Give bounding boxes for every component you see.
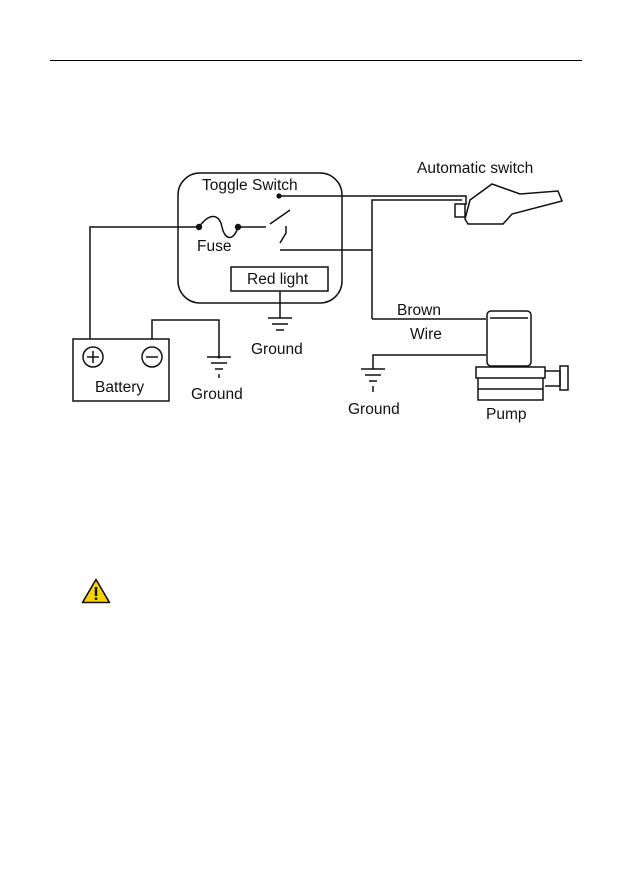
toggle-switch-box	[177, 172, 343, 304]
wire-brown	[371, 199, 462, 319]
label-wire: Wire	[410, 326, 442, 343]
label-pump: Pump	[486, 406, 527, 423]
battery-negative-terminal	[141, 346, 163, 368]
battery-symbol	[72, 338, 170, 402]
label-brown: Brown	[397, 302, 441, 319]
label-ground-battery: Ground	[191, 386, 243, 403]
wire-to-auto-switch	[279, 195, 467, 205]
label-ground-pump: Ground	[348, 401, 400, 418]
label-battery: Battery	[95, 379, 144, 396]
label-red-light: Red light	[247, 271, 309, 288]
label-ground-light: Ground	[251, 341, 303, 358]
label-fuse: Fuse	[197, 238, 231, 255]
switch-contact	[279, 226, 287, 244]
wire-battery-negative	[151, 319, 220, 357]
warning-triangle-icon	[81, 578, 111, 604]
header-rule	[50, 60, 582, 61]
battery-positive-terminal	[82, 346, 104, 368]
automatic-switch-symbol	[454, 183, 564, 225]
pump-symbol	[475, 310, 569, 401]
switch-blade	[269, 209, 291, 225]
fuse-symbol	[198, 215, 239, 239]
label-toggle-switch: Toggle Switch	[202, 177, 298, 194]
label-automatic-switch: Automatic switch	[417, 160, 533, 177]
wire-battery-positive	[89, 226, 199, 339]
wire-pump-ground	[372, 354, 486, 369]
